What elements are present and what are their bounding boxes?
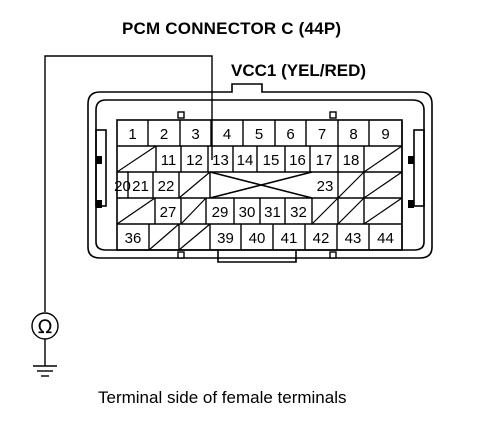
pin-5: 5 (255, 126, 263, 143)
blank-cavity (116, 145, 157, 173)
bottom-tab (217, 250, 297, 263)
pin-2: 2 (160, 126, 168, 143)
wire-label: VCC1 (YEL/RED) (231, 61, 367, 80)
pin-43: 43 (345, 230, 362, 247)
pin-44: 44 (377, 230, 394, 247)
pin-8: 8 (349, 126, 357, 143)
pin-13: 13 (212, 152, 229, 169)
blank-cavity (178, 223, 211, 251)
blank-cavity (337, 197, 365, 225)
probe-wire (44, 55, 213, 312)
pin-27: 27 (160, 204, 177, 221)
pin-17: 17 (316, 152, 333, 169)
connector-housing-inner (95, 99, 425, 251)
pin-4: 4 (223, 126, 231, 143)
connector-title: PCM CONNECTOR C (44P) (122, 19, 342, 38)
pin-3: 3 (191, 126, 199, 143)
blank-cavity (363, 171, 403, 199)
right-flange (413, 129, 425, 207)
blank-cavity (178, 171, 211, 199)
pin-32: 32 (290, 204, 307, 221)
pin-31: 31 (264, 204, 281, 221)
pin-42: 42 (313, 230, 330, 247)
blank-cavity (116, 197, 156, 225)
blank-cavity (311, 197, 339, 225)
pin-41: 41 (281, 230, 298, 247)
blank-cavity (180, 197, 207, 225)
pin-1: 1 (128, 126, 136, 143)
pin-29: 29 (212, 204, 229, 221)
caption: Terminal side of female terminals (98, 388, 347, 407)
pin-39: 39 (217, 230, 234, 247)
pin-11: 11 (161, 152, 177, 169)
pin-15: 15 (263, 152, 280, 169)
blank-cavity (363, 145, 403, 173)
ohmmeter-icon: Ω (38, 316, 53, 338)
pin-18: 18 (343, 152, 360, 169)
blank-cavity (148, 223, 180, 251)
pin-12: 12 (186, 152, 203, 169)
pin-9: 9 (381, 126, 389, 143)
pin-6: 6 (286, 126, 294, 143)
pin-40: 40 (249, 230, 266, 247)
pin-20: 20 (114, 178, 131, 195)
blank-cavity (337, 171, 365, 199)
pin-22: 22 (158, 178, 175, 195)
pin-21: 21 (132, 178, 149, 195)
connector-housing-outer (87, 83, 433, 259)
blank-cavity (363, 197, 403, 225)
pin-36: 36 (125, 230, 142, 247)
pin-14: 14 (237, 152, 254, 169)
pin-16: 16 (289, 152, 306, 169)
left-flange (95, 129, 107, 207)
pin-30: 30 (239, 204, 256, 221)
pin-23: 23 (317, 178, 334, 195)
pin-7: 7 (318, 126, 326, 143)
